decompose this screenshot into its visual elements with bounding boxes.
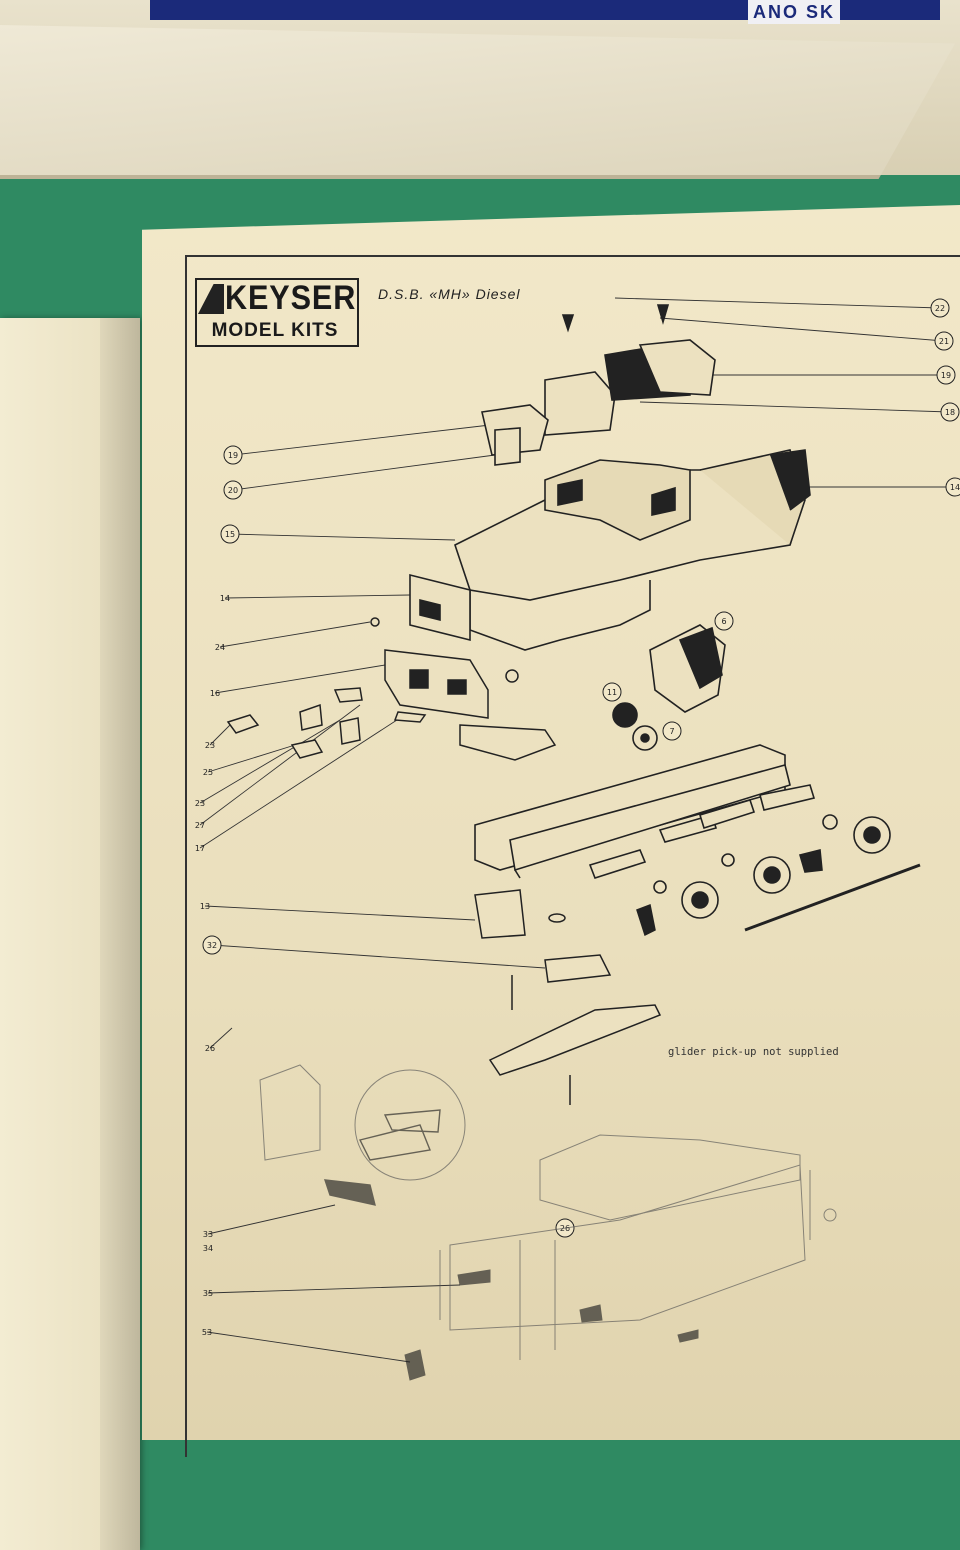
callout-number: 33	[203, 1230, 213, 1239]
callout-leader-line	[206, 1331, 411, 1363]
callout-circle	[930, 298, 950, 318]
loco-lower-view	[259, 1064, 837, 1381]
callout-number: 19	[228, 451, 238, 460]
pickup-note: glider pick-up not supplied	[668, 1046, 839, 1058]
callout-leader-line	[214, 664, 386, 694]
callouts-right: 22 21 19 18 14	[614, 297, 960, 497]
pickup-assembly	[474, 889, 662, 1105]
callout-number: 23	[195, 799, 205, 808]
callout-number: 32	[207, 941, 217, 950]
motor-assembly	[612, 624, 726, 751]
callout-number: 14	[220, 594, 230, 603]
callout-number: 7	[669, 727, 674, 736]
callout-circle	[945, 477, 960, 497]
callout-number: 14	[950, 483, 960, 492]
buffer-beam	[226, 617, 557, 761]
callout-number: 19	[941, 371, 951, 380]
callout-leader-line	[199, 704, 361, 826]
keyser-logo-word: KEYSER	[225, 279, 357, 317]
callout-leader-line	[232, 424, 491, 456]
callout-circle	[202, 935, 222, 955]
callout-leader-line	[232, 454, 496, 491]
callout-circle	[940, 402, 960, 422]
callout-number: 18	[945, 408, 955, 417]
callout-leader-line	[224, 594, 411, 599]
loco-body-shell	[409, 449, 811, 651]
callout-circle	[662, 721, 682, 741]
callout-leader-line	[659, 317, 945, 342]
callout-leader-line	[614, 297, 941, 309]
wheels	[653, 814, 891, 919]
kit-box-contents	[150, 0, 940, 20]
callout-number: 17	[195, 844, 205, 853]
callout-number: 6	[721, 617, 726, 626]
callout-number: 16	[210, 689, 220, 698]
callout-circle	[220, 524, 240, 544]
callout-number: 53	[202, 1328, 212, 1337]
callout-leader-line	[207, 744, 296, 773]
callout-number: 24	[215, 643, 225, 652]
callout-circle	[223, 480, 243, 500]
callout-circle	[223, 445, 243, 465]
callout-leader-line	[209, 724, 231, 746]
sheet-title: D.S.B. «MH» Diesel	[378, 286, 521, 302]
callout-number: 27	[195, 821, 205, 830]
keyser-logo-subtitle: MODEL KITS	[211, 320, 339, 341]
cab-roof-parts	[481, 304, 716, 466]
callout-number: 22	[935, 304, 945, 313]
callout-leader-line	[199, 717, 401, 849]
callout-number: 15	[225, 530, 235, 539]
paper-edge-shadow	[100, 318, 140, 1550]
callout-number: 34	[203, 1244, 213, 1253]
callout-leader-line	[204, 905, 476, 921]
callout-leader-line	[199, 719, 341, 804]
callout-leader-line	[219, 621, 371, 648]
callout-leader-line	[209, 1027, 233, 1049]
folded-paper-stack	[0, 318, 140, 1550]
callout-number: 13	[200, 902, 210, 911]
axles	[588, 784, 816, 879]
sheet-border	[185, 255, 960, 1457]
callout-circle	[936, 365, 956, 385]
callout-number: 35	[203, 1289, 213, 1298]
callout-circle	[602, 682, 622, 702]
callout-number: 20	[228, 486, 238, 495]
callout-number: 21	[939, 337, 949, 346]
callout-leader-line	[207, 1284, 461, 1294]
callout-number: 23	[205, 741, 215, 750]
kit-box-label: ANO SK	[748, 0, 840, 24]
callout-leader-line	[207, 1204, 336, 1235]
kit-box-wall	[0, 25, 955, 179]
callouts-left: 19 20 15 14 24 16 23 25 23 27 17 13 32 26 33 34 35 53	[195, 424, 546, 1363]
callout-circle	[934, 331, 954, 351]
callout-number: 25	[203, 768, 213, 777]
callout-circle	[714, 611, 734, 631]
callout-number: 11	[607, 688, 617, 697]
callout-leader-line	[639, 401, 951, 413]
callout-leader-line	[211, 944, 546, 969]
callout-number: 26	[205, 1044, 215, 1053]
callout-leader-line	[229, 533, 456, 541]
chassis-frame	[474, 744, 921, 932]
